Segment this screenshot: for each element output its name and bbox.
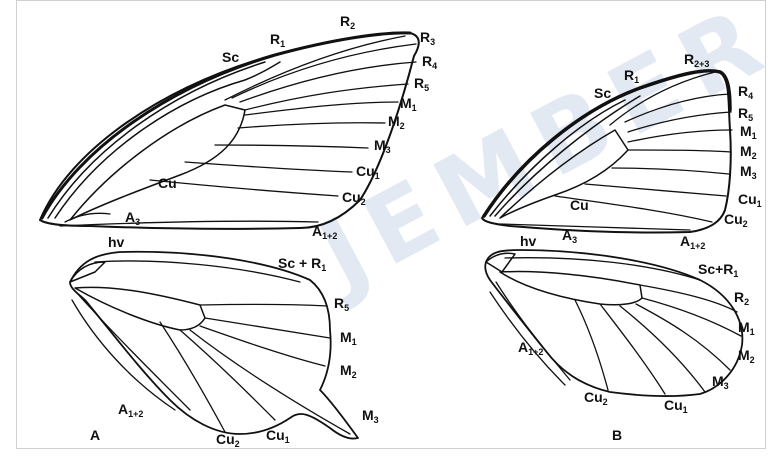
panel-b-hindwing-label-a12: A1+2 <box>518 339 543 357</box>
panel-b-forewing-label-cu1: Cu1 <box>738 191 762 209</box>
panel-b-hindwing-label-r2: R2 <box>734 289 749 307</box>
panel-b-hindwing-label-m1: M1 <box>738 319 755 337</box>
forewing-b-m3-vein <box>612 168 729 174</box>
panel-b-forewing-label-a12: A1+2 <box>680 233 705 251</box>
forewing-a-r4-vein <box>240 62 416 102</box>
forewing-b-r5-vein <box>628 112 731 132</box>
panel-b-hindwing-label-hv: hv <box>520 233 537 249</box>
hindwing-a-m1-vein <box>205 318 330 338</box>
panel-b-forewing-label-m2: M2 <box>740 143 757 161</box>
forewing-a-cu2-vein <box>150 180 338 196</box>
forewing-a-cu1-vein <box>185 162 352 172</box>
panel-a-hindwing-label-hv: hv <box>108 234 125 250</box>
panel-a-hindwing-label-m1: M1 <box>340 329 357 347</box>
panel-b-forewing-label-m3: M3 <box>740 163 757 181</box>
panel-a-forewing-label-cu2: Cu2 <box>342 189 366 207</box>
hindwing-b-m2-vein <box>636 304 730 370</box>
panel-a-hindwing-label-m3: M3 <box>362 407 379 425</box>
panel-b-hindwing-label-cu1: Cu1 <box>664 397 688 415</box>
hindwing-a-anal-margin <box>72 300 175 410</box>
hindwing-b-r2-vein <box>640 285 737 312</box>
panel-b-forewing-label-r4: R4 <box>738 83 753 101</box>
panel-a-hindwing-label-r5: R5 <box>334 295 349 313</box>
forewing-a-m2-vein <box>238 123 385 128</box>
panel-b-forewing-label-m1: M1 <box>740 123 757 141</box>
panel-b-forewing-label-r23: R2+3 <box>684 51 709 69</box>
forewing-b-r4-vein <box>625 94 730 122</box>
hindwing-b-cu1-vein <box>600 304 665 394</box>
panel-a-hindwing <box>70 252 358 439</box>
panel-a-hindwing-label-cu1: Cu1 <box>266 427 290 445</box>
hindwing-a-cu2-vein <box>160 322 225 432</box>
forewing-b-m1-vein <box>628 130 732 142</box>
panel-a-hindwing-label-m2: M2 <box>340 362 357 380</box>
hindwing-a-m3-vein <box>190 330 350 434</box>
panel-a-forewing-label-cu1: Cu1 <box>356 163 380 181</box>
forewing-b-cell <box>500 130 628 218</box>
panel-a-hindwing-label-a12: A1+2 <box>118 401 143 419</box>
hindwing-a-cell <box>75 287 205 330</box>
panel-b-forewing-label-cu: Cu <box>570 197 589 213</box>
forewing-a-m3-vein <box>215 145 368 148</box>
panel-a-forewing-label-cu: Cu <box>158 175 177 191</box>
hindwing-a-scr1-vein <box>95 261 300 282</box>
panel-b-forewing-label-r1: R1 <box>624 67 639 85</box>
forewing-a-cell <box>70 105 245 220</box>
panel-a-hindwing-label-scr1: Sc + R1 <box>278 255 326 273</box>
hindwing-b-cell <box>500 272 642 305</box>
panel-a-forewing-label-a3: A3 <box>125 209 140 227</box>
hindwing-a-outline <box>70 252 358 439</box>
forewing-a-r3-vein <box>232 44 416 98</box>
forewing-a-r1-vein <box>55 62 280 218</box>
panel-b-hindwing-label-scr1: Sc+R1 <box>698 261 738 279</box>
hindwing-a-cu1-vein <box>180 330 275 420</box>
forewing-a-a12-vein <box>60 221 318 226</box>
panel-b-hindwing-label-m2: M2 <box>738 347 755 365</box>
panel-a-forewing-label-sc: Sc <box>222 49 239 65</box>
panel-a-forewing-label-m1: M1 <box>400 95 417 113</box>
hindwing-a-m2-vein <box>200 326 325 366</box>
panel-a-forewing-label-a12: A1+2 <box>312 223 337 241</box>
panel-b-forewing-label-cu2: Cu2 <box>724 211 748 229</box>
forewing-b-m2-vein <box>628 150 731 152</box>
panel-a-letter: A <box>90 427 100 443</box>
panel-a-forewing-label-r3: R3 <box>420 29 435 47</box>
panel-a-forewing-label-r1: R1 <box>270 31 285 49</box>
panel-a-forewing-label-r2: R2 <box>340 13 355 31</box>
panel-b-forewing-label-sc: Sc <box>594 85 611 101</box>
hindwing-a-r5-vein <box>200 304 327 306</box>
hindwing-b-cu2-vein <box>575 300 608 390</box>
panel-a-forewing-label-m2: M2 <box>388 113 405 131</box>
panel-b-letter: B <box>612 427 622 443</box>
panel-b-forewing-label-r5: R5 <box>738 105 753 123</box>
panel-b-hindwing-label-cu2: Cu2 <box>584 389 608 407</box>
forewing-b-cu1-vein <box>585 184 726 196</box>
panel-a-forewing-label-r4: R4 <box>422 53 437 71</box>
panel-a-forewing-label-r5: R5 <box>414 75 429 93</box>
panel-b-hindwing-label-m3: M3 <box>712 373 729 391</box>
hindwing-b-m1-vein <box>642 298 741 336</box>
